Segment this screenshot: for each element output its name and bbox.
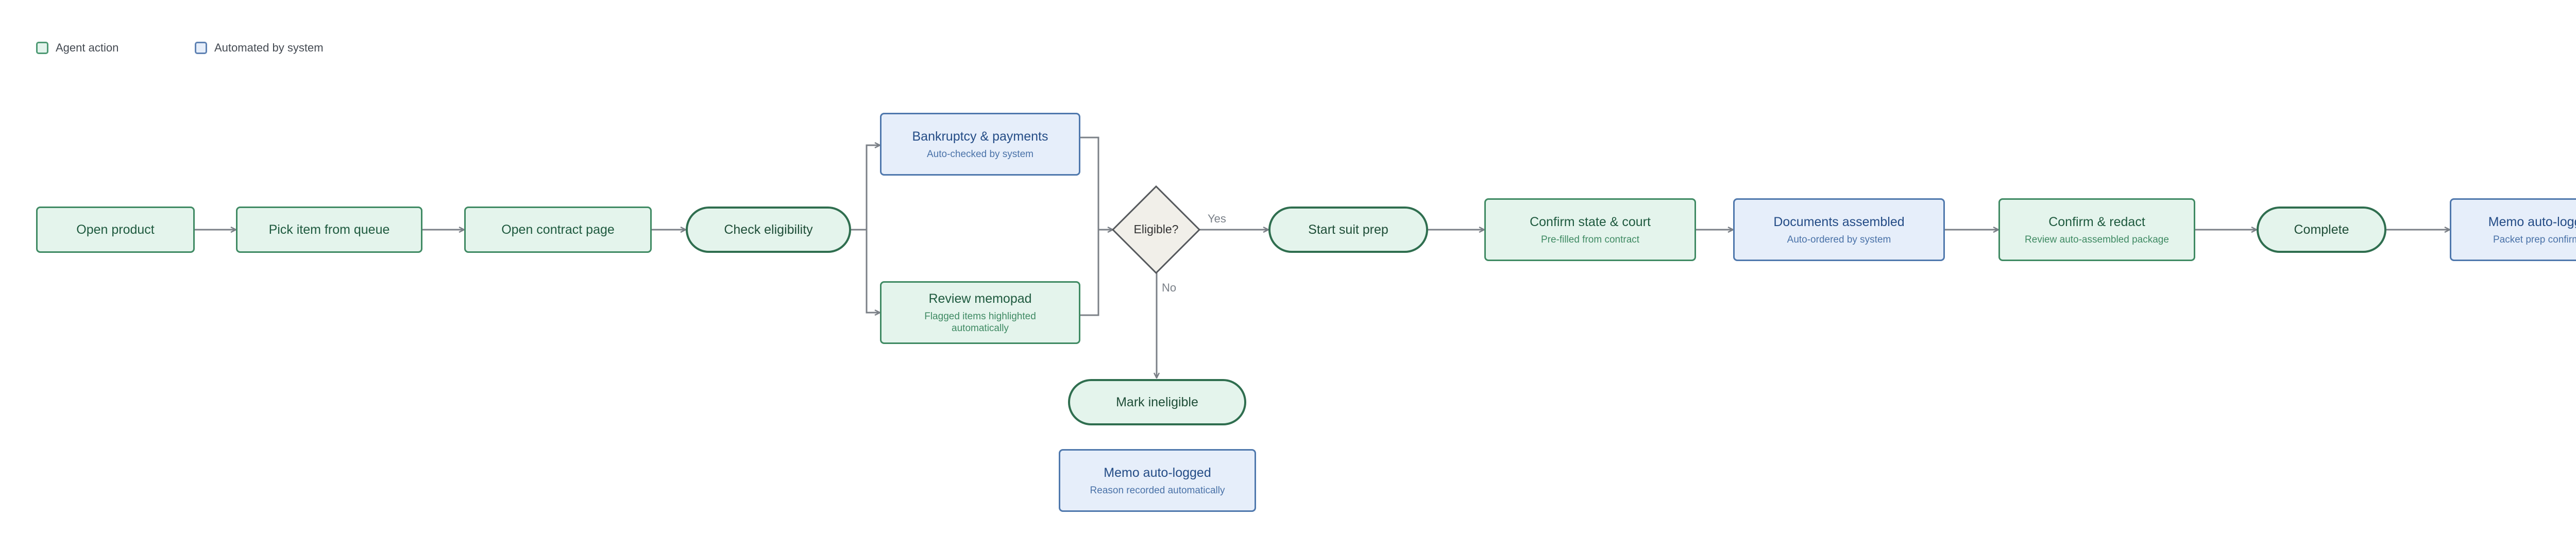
node-title: Complete [2294, 222, 2349, 237]
node-title: Mark ineligible [1116, 395, 1198, 409]
node-title: Memo auto-logged [2488, 214, 2576, 229]
node-title: Memo auto-logged [1104, 465, 1211, 480]
node-subtitle: Review auto-assembled package [2025, 234, 2169, 245]
node-title: Confirm & redact [2048, 214, 2145, 229]
edge-bankruptcy-to-decision [1080, 136, 1113, 230]
node-complete: Complete [2257, 207, 2386, 253]
node-memo-ineligible: Memo auto-logged Reason recorded automat… [1059, 449, 1256, 512]
edge-branch-to-bankruptcy [866, 145, 880, 230]
node-open-contract: Open contract page [464, 207, 652, 253]
legend-auto: Automated by system [195, 41, 324, 55]
node-title: Check eligibility [724, 222, 813, 237]
node-title: Open contract page [501, 222, 615, 237]
node-subtitle: Auto-ordered by system [1787, 234, 1891, 245]
node-memo-complete: Memo auto-logged Packet prep confirmed [2450, 198, 2576, 261]
node-review-memopad: Review memopad Flagged items highlighted… [880, 281, 1080, 344]
node-mark-ineligible: Mark ineligible [1068, 379, 1246, 425]
node-subtitle: Packet prep confirmed [2493, 234, 2576, 245]
node-confirm-redact: Confirm & redact Review auto-assembled p… [1998, 198, 2195, 261]
edge-branch-to-memopad [866, 230, 880, 313]
decision-eligible-label: Eligible? [1133, 222, 1179, 236]
legend-auto-swatch [195, 42, 207, 54]
node-check-eligibility: Check eligibility [686, 207, 851, 253]
node-title: Start suit prep [1308, 222, 1388, 237]
legend-auto-label: Automated by system [214, 41, 324, 54]
edge-memopad-to-decision [1080, 230, 1099, 316]
node-subtitle: Pre-filled from contract [1540, 234, 1640, 245]
node-start-suit-prep: Start suit prep [1268, 207, 1428, 253]
node-pick-item: Pick item from queue [236, 207, 422, 253]
legend-agent: Agent action [36, 41, 118, 55]
node-title: Confirm state & court [1530, 214, 1651, 229]
legend-agent-swatch [36, 42, 48, 54]
node-subtitle: Auto-checked by system [927, 148, 1033, 160]
legend-agent-label: Agent action [56, 41, 119, 54]
node-title: Documents assembled [1773, 214, 1905, 229]
node-title: Pick item from queue [268, 222, 390, 237]
node-open-product: Open product [36, 207, 195, 253]
node-documents-assembled: Documents assembled Auto-ordered by syst… [1733, 198, 1945, 261]
edge-label-no: No [1162, 281, 1177, 294]
node-subtitle: Flagged items highlighted automatically [924, 311, 1036, 334]
node-title: Bankruptcy & payments [912, 129, 1048, 144]
edge-label-yes: Yes [1208, 212, 1226, 225]
node-subtitle: Reason recorded automatically [1090, 485, 1225, 496]
node-title: Open product [76, 222, 155, 237]
node-bankruptcy-payments: Bankruptcy & payments Auto-checked by sy… [880, 113, 1080, 176]
node-title: Review memopad [928, 291, 1032, 306]
node-confirm-state-court: Confirm state & court Pre-filled from co… [1484, 198, 1696, 261]
